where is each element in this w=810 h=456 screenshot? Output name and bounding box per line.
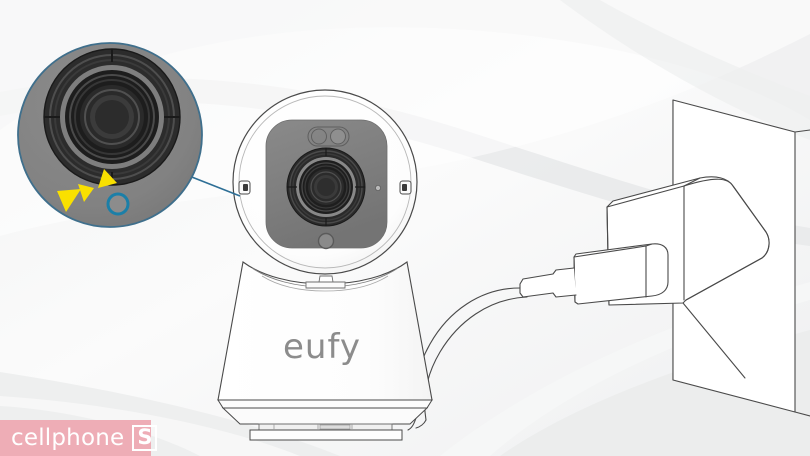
camera-face-panel (265, 119, 388, 250)
attention-arrow-1 (98, 169, 117, 188)
brand-mark-s: S (132, 425, 158, 451)
highlighted-status-led (106, 192, 130, 216)
attention-arrow-2 (78, 184, 94, 202)
stand-base-plate (249, 423, 403, 441)
eufy-logo: eufy (283, 327, 361, 367)
left-side-button (238, 180, 251, 195)
usb-connector (573, 243, 669, 305)
magnified-lens (43, 48, 181, 186)
attention-arrow-3 (57, 189, 81, 212)
status-led (317, 232, 335, 250)
camera-lens (286, 147, 366, 227)
callout-content (43, 48, 181, 216)
camera-base (217, 261, 433, 441)
swoosh-white-upper (0, 0, 810, 236)
right-side-button (399, 180, 412, 195)
swoosh-top-right (560, 0, 810, 140)
attention-arrows (57, 169, 117, 212)
cellphones-brand-badge[interactable]: cellphone S (0, 420, 158, 456)
microphone-pinhole (374, 184, 381, 191)
base-bevel (221, 407, 429, 425)
brand-name-text: cellphone (11, 424, 125, 451)
dual-sensor-pill (307, 126, 350, 147)
base-tab-notch (318, 275, 334, 283)
adapter-edge-line (682, 302, 746, 379)
base-top-seam-2 (261, 275, 389, 292)
